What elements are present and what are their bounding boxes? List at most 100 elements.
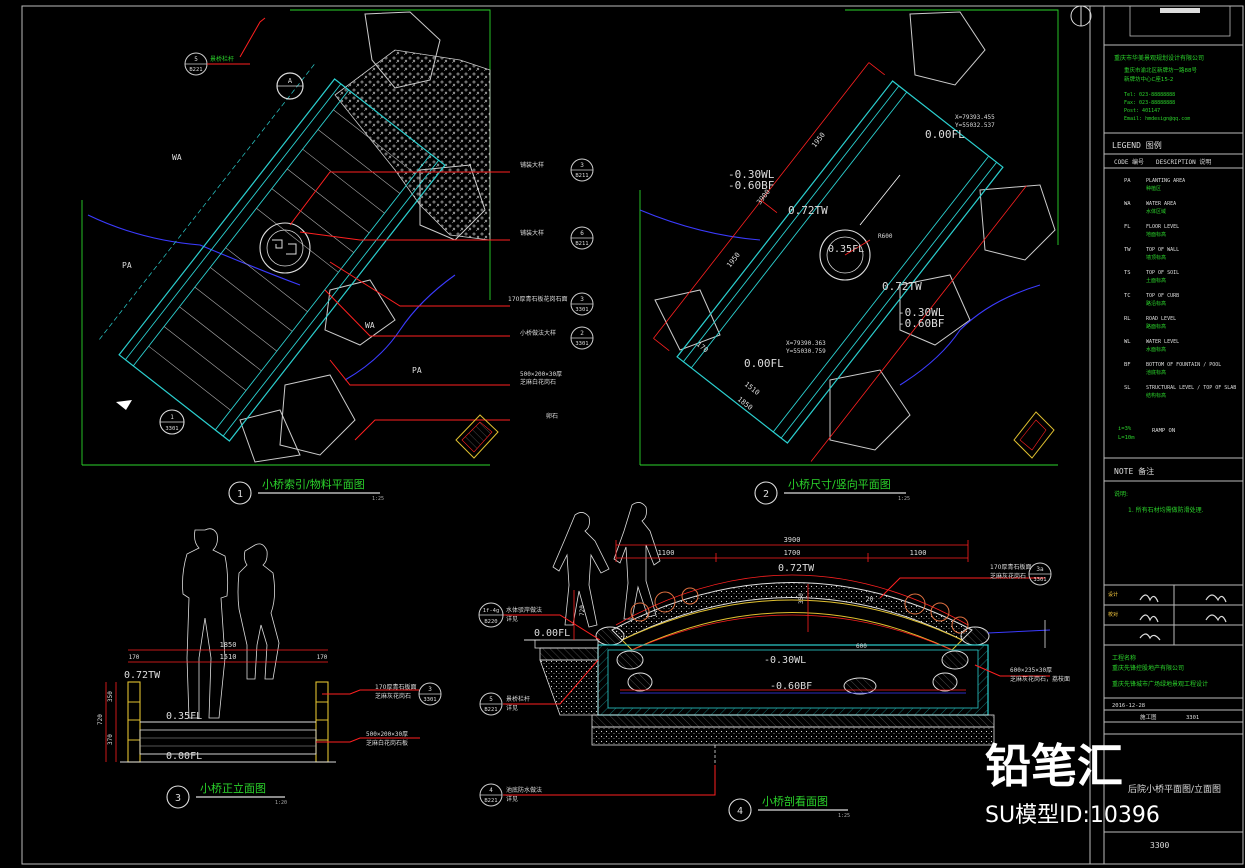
dimension-value: R600 (878, 233, 893, 240)
company-address-2: 新牌坊中心C座15-2 (1124, 75, 1173, 83)
view-number: 1 (237, 489, 243, 500)
dimension-value: 1100 (910, 549, 927, 557)
coordinate-x: X=79393.455 (955, 114, 995, 121)
drawing-stage: 施工图 (1140, 713, 1157, 721)
legend-description-cn: 土面标高 (1146, 277, 1166, 284)
drawing-date: 2016-12-28 (1112, 703, 1145, 709)
legend-code: FL (1124, 224, 1131, 230)
callout-ref: 3301 (1033, 577, 1046, 583)
section4-callout-bl[interactable]: 4 B221 池底防水做法 详见 (479, 783, 542, 807)
callout-text: 水体驳岸做法 (506, 606, 542, 614)
callout-ref: B221 (189, 67, 202, 73)
plan1-callout-a4[interactable]: 2 3301 小桥做法大样 (520, 326, 594, 350)
elev3-callout-2-text: 500×200×30厚 (366, 731, 408, 738)
view-scale: 1:25 (898, 496, 910, 502)
section4-callout-tl[interactable]: 1f-4g B220 水体驳岸做法 详见 (478, 602, 542, 628)
dimension-value: 170 (695, 340, 710, 354)
dimension-value: 720 (97, 714, 104, 725)
coordinate-y: Y=55032.537 (955, 122, 995, 129)
section4-callout-ml[interactable]: 5 B221 景桥栏杆 详见 (479, 692, 530, 716)
view1-title: 1 小桥索引/物料平面图 1:25 (228, 477, 384, 505)
watermark: 铅笔汇 SU模型ID:10396 (985, 739, 1160, 828)
dimension-value: 720 (579, 605, 586, 616)
signature-label-checker: 校对 (1108, 611, 1118, 618)
legend-description-cn: 结构标高 (1146, 392, 1166, 399)
section4-callout-tr[interactable]: 3a 3301 170厚青石板面 芝麻灰花岗石 (990, 562, 1052, 586)
dimension-value: 350 (107, 691, 114, 702)
plan1-section-marker-1[interactable]: 1 3301 (116, 400, 185, 435)
elev3-callout-1[interactable]: 3 3301 170厚青石板面 芝麻灰花岗石 (375, 682, 442, 706)
legend-code: WL (1124, 339, 1131, 345)
callout-ref: B221 (484, 798, 497, 804)
legend-description: TOP OF SOIL (1146, 270, 1179, 276)
callout-number: 3 (580, 296, 584, 303)
legend-description: PLANTING AREA (1146, 178, 1185, 184)
dimension-value: 1950 (725, 251, 742, 269)
legend-description: TOP OF WALL (1146, 247, 1179, 253)
legend-description: STRUCTURAL LEVEL / TOP OF SLAB (1146, 385, 1236, 391)
key-plan-sketch-2 (1013, 411, 1055, 459)
section-marker-letter: A (288, 77, 293, 85)
legend-description: FLOOR LEVEL (1146, 224, 1179, 230)
plan1-pa-label-2: PA (412, 366, 422, 375)
dimension-value: 20 (866, 596, 874, 603)
plan1-wa-label: WA (172, 153, 182, 162)
legend-description-cn: 水面标高 (1146, 346, 1166, 353)
callout-number: 5 (489, 696, 493, 703)
plan1-material-1: 500×200×30厚 (520, 371, 562, 378)
plan1-callout-a3[interactable]: 3 3301 170厚青石板花岗石面 (508, 292, 594, 316)
plan1-material-2: 卵石 (546, 412, 558, 420)
level-marker: 0.72TW (788, 204, 828, 217)
legend-col-desc: DESCRIPTION 说明 (1156, 158, 1211, 166)
legend-description: TOP OF CURB (1146, 293, 1179, 299)
view-title: 小桥索引/物料平面图 (262, 477, 365, 491)
level-marker: 0.00FL (534, 628, 570, 639)
legend-description-cn: 种植区 (1146, 185, 1161, 192)
plan1-callout-a2[interactable]: 6 B211 铺装大样 (520, 226, 594, 250)
sheet-number: 3301 (1186, 715, 1199, 721)
section4-callout-right-sub: 芝麻灰花岗石，荔枝面 (1010, 675, 1070, 683)
legend-code: PA (1124, 178, 1131, 184)
callout-subtext: 芝麻灰花岗石 (990, 572, 1026, 580)
legend-col-code: CODE 编号 (1114, 158, 1144, 166)
view3-title: 3 小桥正立面图 1:20 (166, 781, 287, 809)
plan1-material-1b: 芝麻白花岗石 (520, 378, 556, 386)
callout-subtext: 详见 (506, 795, 518, 803)
level-marker: -0.30WL (764, 655, 806, 666)
legend-code: WA (1124, 201, 1131, 207)
dimension-value: 370 (107, 734, 114, 745)
legend-code: TC (1124, 293, 1131, 299)
level-marker: -0.60BF (770, 681, 812, 692)
plan1-callout-top[interactable]: 5 B221 景桥栏杆 (184, 52, 250, 76)
dimension-value: 350 (798, 593, 805, 604)
plan1-callout-a1[interactable]: 3 B211 铺装大样 (520, 158, 594, 182)
legend-description: ROAD LEVEL (1146, 316, 1176, 322)
callout-number: 3 (580, 162, 584, 169)
callout-number: 3 (428, 686, 432, 693)
callout-number: 1 (170, 414, 174, 421)
company-address: 重庆市渝北区新牌坊一路88号 (1124, 66, 1197, 74)
level-marker: 0.00FL (166, 751, 202, 762)
legend-code: TW (1124, 247, 1131, 253)
title-block: 重庆市华美景观规划设计有限公司 重庆市渝北区新牌坊一路88号 新牌坊中心C座15… (1070, 5, 1243, 850)
key-plan-sketch-1 (455, 414, 499, 459)
callout-ref: 3301 (575, 307, 588, 313)
plan1-section-marker-a[interactable]: A (276, 72, 304, 100)
level-marker: 0.72TW (882, 280, 922, 293)
level-marker: 0.72TW (778, 563, 815, 574)
view-title: 小桥尺寸/竖向平面图 (788, 477, 891, 491)
callout-subtext: 详见 (506, 704, 518, 712)
project-company: 重庆先锋控股地产有限公司 (1112, 664, 1184, 672)
callout-number: 2 (580, 330, 584, 337)
legend-code: BF (1124, 362, 1131, 368)
legend-description: WATER LEVEL (1146, 339, 1179, 345)
legend-description-cn: 地面标高 (1146, 231, 1166, 238)
view-scale: 1:25 (838, 813, 850, 819)
view4-section: 3900 1100 1700 1100 (478, 502, 1070, 822)
company-tel: Tel: 023-88888888 (1124, 92, 1175, 98)
legend-description-cn: 池底标高 (1146, 369, 1166, 376)
view4-title: 4 小桥剖看面图 1:25 (728, 794, 850, 822)
